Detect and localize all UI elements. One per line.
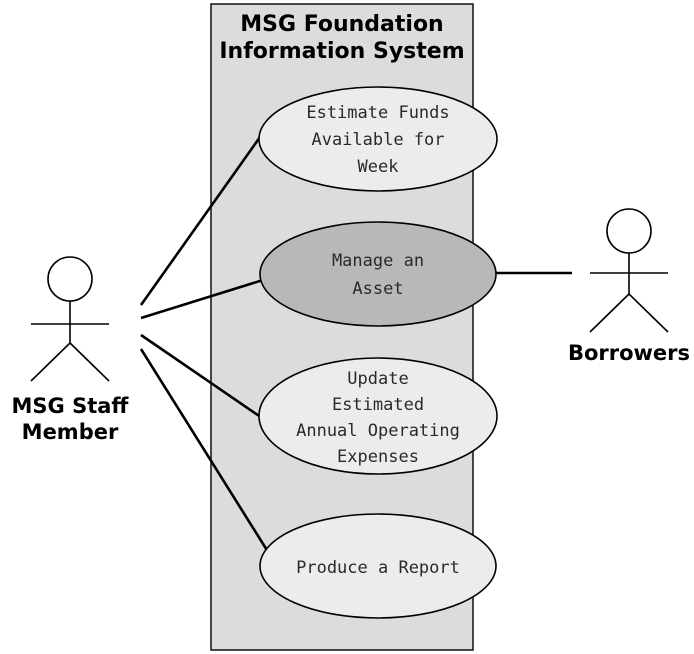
actor-staff-member: MSG Staff Member [12, 256, 130, 444]
use-case-manage-asset[interactable]: Manage an Asset [259, 221, 497, 327]
actor-staff-label-line1: MSG Staff [12, 394, 130, 418]
system-title-line2: Information System [219, 39, 464, 64]
actor-borrowers-right-leg [628, 293, 669, 333]
use-case-update-expenses-line2: Estimated [332, 395, 424, 415]
use-case-update-expenses-line3: Annual Operating [296, 421, 460, 441]
actor-staff-left-leg [30, 342, 71, 382]
use-case-estimate-funds[interactable]: Estimate Funds Available for Week [258, 86, 498, 192]
actor-borrowers-left-leg [589, 293, 630, 333]
use-case-estimate-funds-line3: Week [358, 157, 399, 177]
use-case-manage-asset-line2: Asset [352, 279, 403, 299]
use-case-update-expenses[interactable]: Update Estimated Annual Operating Expens… [258, 357, 498, 475]
actor-borrowers-head [606, 208, 652, 254]
association-staff-manage-asset [140, 278, 264, 320]
use-case-produce-report-line1: Produce a Report [296, 558, 460, 578]
actor-borrowers-label: Borrowers [568, 341, 690, 365]
actor-borrowers: Borrowers [568, 208, 690, 365]
use-case-manage-asset-line1: Manage an [332, 251, 424, 271]
association-staff-update-expenses [140, 333, 266, 422]
use-case-estimate-funds-line2: Available for [311, 130, 444, 150]
association-staff-estimate-funds [139, 129, 267, 306]
system-title-line1: MSG Foundation [240, 12, 443, 37]
actor-staff-right-leg [69, 342, 110, 382]
actor-staff-label-line2: Member [22, 420, 119, 444]
association-staff-produce-report [139, 348, 272, 556]
actor-staff-head [47, 256, 93, 302]
use-case-estimate-funds-line1: Estimate Funds [306, 103, 449, 123]
use-case-produce-report[interactable]: Produce a Report [259, 513, 497, 619]
use-case-update-expenses-line4: Expenses [337, 447, 419, 467]
use-case-update-expenses-line1: Update [347, 369, 408, 389]
